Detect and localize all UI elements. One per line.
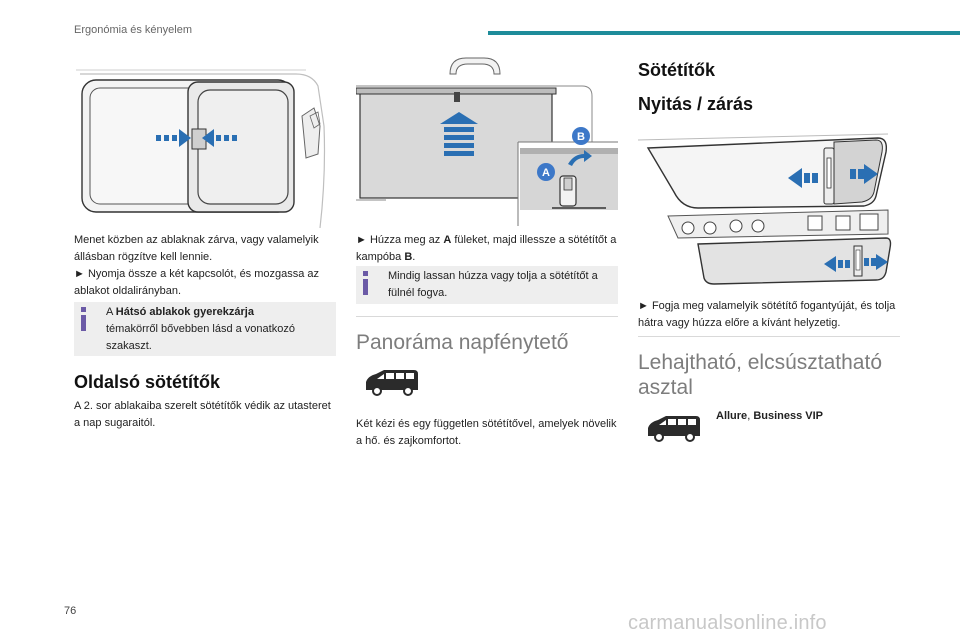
section-body-panorama: Két kézi és egy független sötétítővel, a… (356, 418, 617, 447)
note-text-line: témakörről bővebben lásd a vonatkozó sza… (106, 323, 295, 352)
section-heading-panorama: Panoráma napfénytető (356, 331, 569, 354)
van-icon (362, 368, 420, 398)
header-accent-bar (488, 31, 960, 35)
instruction-bullet-3: ► Fogja meg valamelyik sötétítő fogantyú… (638, 300, 896, 329)
instruction-bullet: ► Nyomja össze a két kapcsolót, és mozga… (74, 268, 320, 297)
note-prefix: A (106, 306, 113, 318)
running-header: Ergonómia és kényelem (74, 24, 193, 36)
sunblind-illustration: B A (356, 56, 618, 228)
section-heading-table: Lehajtható, elcsúsztatható asztal (638, 351, 883, 399)
section-divider-2 (638, 336, 900, 337)
section-divider (356, 316, 618, 317)
intro-paragraph: Menet közben az ablaknak zárva, vagy val… (74, 234, 319, 263)
info-icon (80, 307, 88, 331)
watermark: carmanualsonline.info (628, 612, 827, 634)
subsection-heading: Nyitás / zárás (638, 94, 754, 114)
info-note: A Hátsó ablakok gyerekzárja témakörről b… (74, 302, 336, 356)
section-body: A 2. sor ablakaiba szerelt sötétítők véd… (74, 400, 331, 429)
side-window-illustration (74, 66, 336, 228)
note-text: Mindig lassan húzza vagy tolja a sötétít… (388, 270, 598, 299)
roof-sunblind-illustration (638, 122, 900, 290)
info-icon (362, 271, 370, 295)
instruction-bullet-2: ► Húzza meg az A füleket, majd illessze … (356, 234, 617, 263)
callout-label-a: A (542, 167, 550, 179)
van-icon (644, 414, 702, 444)
section-heading-sunblinds: Sötétítők (638, 60, 716, 80)
version-availability: Allure, Business VIP (716, 410, 824, 422)
note-link-title: Hátsó ablakok gyerekzárja (115, 306, 254, 318)
page-number: 76 (64, 605, 77, 617)
callout-label-b: B (577, 131, 585, 143)
section-heading: Oldalsó sötétítők (74, 372, 221, 392)
info-note-2: Mindig lassan húzza vagy tolja a sötétít… (356, 266, 618, 304)
